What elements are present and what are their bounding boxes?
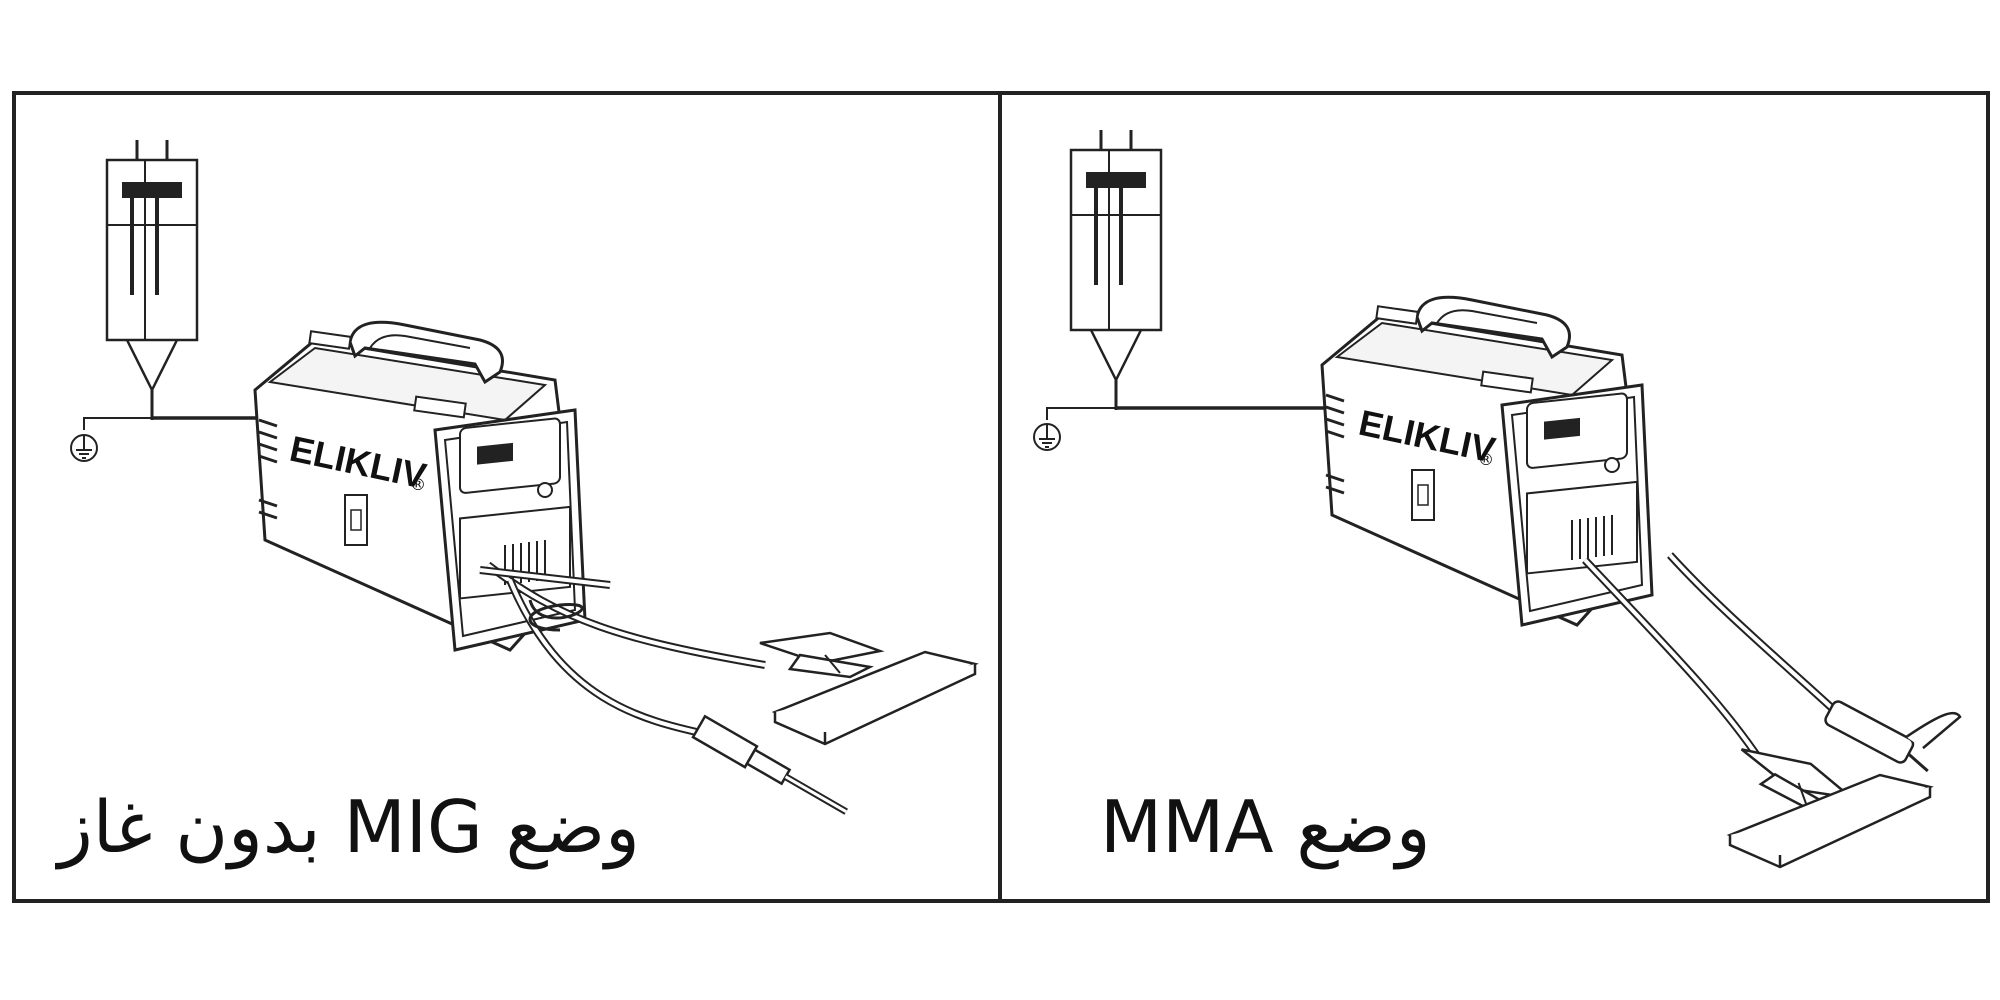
brand-registered-mark: ® [410,475,426,494]
panel-mma: ELIKLIV ® [998,91,1990,903]
welding-cables [1582,552,1848,763]
caption-mma: وضع MMA [1100,785,1431,869]
ground-symbol [70,434,98,462]
electrode-holder [1824,700,1962,773]
ground-wire [83,417,152,430]
welding-cables [479,561,766,739]
brand-registered-mark: ® [1478,450,1494,469]
ground-wire [1046,407,1116,420]
mig-torch [691,714,848,815]
caption-mig-gasless: وضع MIG بدون غاز [58,785,640,869]
ground-symbol [1033,423,1061,451]
panel-mig-gasless: ELIKLIV ® [12,91,1002,903]
